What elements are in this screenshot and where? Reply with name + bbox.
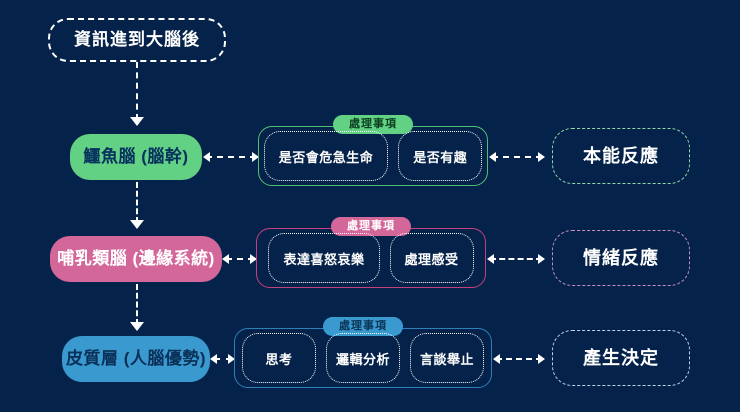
chip-reptilian-1-label: 是否有趣 <box>413 149 468 165</box>
group-mammalian: 處理事項 表達喜怒哀樂 處理感受 <box>256 217 486 288</box>
chip-reptilian-0[interactable]: 是否會危急生命 <box>263 131 389 181</box>
brain-node-cortex-label: 皮質層 (人腦優勢) <box>65 349 207 369</box>
connector-reptilian-group-to-outcome <box>492 156 542 158</box>
chip-cortex-2-label: 言談舉止 <box>420 351 475 367</box>
outcome-node-mammalian-label: 情緒反應 <box>583 247 659 268</box>
arrow-right-icon-cortex-group <box>228 354 235 364</box>
brain-node-reptilian[interactable]: 鱷魚腦 (腦幹) <box>70 134 202 180</box>
group-reptilian-items: 是否會危急生命 是否有趣 <box>259 127 487 185</box>
connector-mammalian-group-to-outcome <box>490 258 542 260</box>
arrow-right-icon-mammalian-group <box>250 254 257 264</box>
outcome-node-cortex-label: 產生決定 <box>583 347 659 368</box>
connector-mammalian-brain-to-group <box>226 258 254 260</box>
chip-cortex-0-label: 思考 <box>265 351 293 367</box>
connector-start-to-reptilian <box>136 62 138 120</box>
arrow-right-icon-cortex-outcome <box>538 354 545 364</box>
arrow-down-icon-cortex <box>130 322 144 331</box>
brain-node-reptilian-label: 鱷魚腦 (腦幹) <box>83 147 189 167</box>
chip-cortex-1[interactable]: 邏輯分析 <box>326 333 400 383</box>
brain-node-cortex[interactable]: 皮質層 (人腦優勢) <box>62 336 210 382</box>
arrow-left-icon-mammalian-outcome <box>487 254 494 264</box>
group-mammalian-items: 表達喜怒哀樂 處理感受 <box>257 229 485 287</box>
chip-reptilian-0-label: 是否會危急生命 <box>278 149 374 165</box>
brain-node-mammalian-label: 哺乳類腦 (邊緣系統) <box>57 249 215 269</box>
connector-cortex-brain-to-group <box>214 358 232 360</box>
group-cortex-header: 處理事項 <box>323 317 403 337</box>
outcome-node-cortex[interactable]: 產生決定 <box>552 330 690 386</box>
group-cortex: 處理事項 思考 邏輯分析 言談舉止 <box>234 317 492 388</box>
arrow-left-icon-mammalian-group <box>222 254 229 264</box>
chip-cortex-2[interactable]: 言談舉止 <box>410 333 484 383</box>
arrow-left-icon-cortex-outcome <box>493 354 500 364</box>
brain-node-mammalian[interactable]: 哺乳類腦 (邊緣系統) <box>50 236 222 282</box>
group-reptilian-header: 處理事項 <box>333 115 413 135</box>
connector-mammalian-to-cortex <box>136 284 138 325</box>
arrow-down-icon-reptilian <box>130 117 144 126</box>
group-cortex-items: 思考 邏輯分析 言談舉止 <box>235 329 491 387</box>
connector-reptilian-to-mammalian <box>136 182 138 223</box>
chip-mammalian-0-label: 表達喜怒哀樂 <box>283 251 365 267</box>
outcome-node-reptilian-label: 本能反應 <box>583 145 659 166</box>
chip-reptilian-1[interactable]: 是否有趣 <box>398 131 483 181</box>
connector-cortex-group-to-outcome <box>496 358 542 360</box>
chip-mammalian-1[interactable]: 處理感受 <box>389 233 474 283</box>
arrow-right-icon-mammalian-outcome <box>538 254 545 264</box>
outcome-node-mammalian[interactable]: 情緒反應 <box>552 230 690 286</box>
chip-mammalian-1-label: 處理感受 <box>404 251 459 267</box>
arrow-left-icon-cortex-group <box>210 354 217 364</box>
start-node-label: 資訊進到大腦後 <box>74 30 200 50</box>
arrow-right-icon-reptilian-group <box>252 152 259 162</box>
chip-cortex-1-label: 邏輯分析 <box>336 351 391 367</box>
arrow-left-icon-reptilian-outcome <box>489 152 496 162</box>
start-node[interactable]: 資訊進到大腦後 <box>48 18 226 62</box>
outcome-node-reptilian[interactable]: 本能反應 <box>552 128 690 184</box>
group-reptilian: 處理事項 是否會危急生命 是否有趣 <box>258 115 488 186</box>
chip-cortex-0[interactable]: 思考 <box>242 333 316 383</box>
connector-reptilian-brain-to-group <box>206 156 256 158</box>
arrow-down-icon-mammalian <box>130 220 144 229</box>
chip-mammalian-0[interactable]: 表達喜怒哀樂 <box>268 233 380 283</box>
arrow-right-icon-reptilian-outcome <box>538 152 545 162</box>
arrow-left-icon-reptilian-group <box>203 152 210 162</box>
group-mammalian-header: 處理事項 <box>331 217 411 237</box>
